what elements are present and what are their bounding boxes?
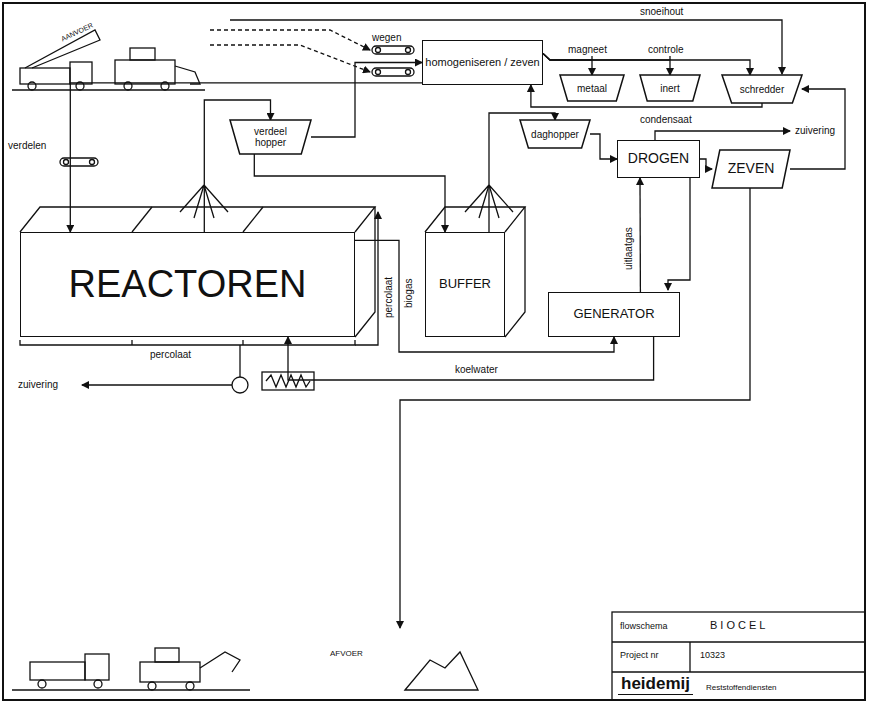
flow-connector <box>790 89 845 169</box>
flow-connector <box>543 54 750 76</box>
node-text: inert <box>652 83 687 94</box>
flow-connector <box>254 154 445 232</box>
flow-connector <box>70 83 422 232</box>
flow-label: zuivering <box>18 379 58 390</box>
bin: metaal <box>560 75 624 101</box>
title-cell: 10323 <box>700 651 725 661</box>
bin: inert <box>640 75 700 101</box>
node-text: daghopper <box>523 129 587 140</box>
flow-label: biogas <box>403 279 414 308</box>
flow-connector <box>288 337 654 380</box>
hopper: verdeel hopper <box>230 120 311 154</box>
title-cell: BIOCEL <box>710 619 768 631</box>
step-label: magneet <box>568 44 607 55</box>
flow-connector <box>639 178 641 292</box>
step-label: verdelen <box>8 140 46 151</box>
title-cell: heidemij <box>618 675 693 695</box>
title-cell: Reststoffendiensten <box>706 684 777 693</box>
node-text: REACTOREN <box>69 264 307 306</box>
flow-connector <box>700 159 712 169</box>
flow-label: condensaat <box>640 114 692 125</box>
flow-connector <box>543 54 670 76</box>
generator-box: GENERATOR <box>548 292 680 337</box>
title-cell: flowschema <box>620 622 668 632</box>
reactor-box: REACTOREN <box>20 232 355 337</box>
node-text: BUFFER <box>439 277 491 291</box>
node-text: metaal <box>569 83 615 94</box>
shredder-bin: schredder <box>722 75 802 103</box>
flow-label: snoeihout <box>640 6 683 17</box>
truck-label: AFVOER <box>330 650 363 659</box>
flow-label: koelwater <box>455 364 498 375</box>
flow-connector <box>543 54 592 76</box>
flow-label: uitlaatgas <box>623 227 634 270</box>
node-text: schredder <box>732 84 792 95</box>
step-label: controle <box>648 44 684 55</box>
flow-connector <box>311 63 422 138</box>
node-text: ZEVEN <box>728 161 775 176</box>
buffer-box: BUFFER <box>425 232 505 337</box>
process-box: homogeniseren / zeven <box>422 40 543 85</box>
title-cell: Project nr <box>620 651 659 661</box>
node-text: GENERATOR <box>573 307 654 321</box>
node-text: verdeel hopper <box>230 126 311 148</box>
process-box: ZEVEN <box>712 150 790 188</box>
node-text: DROGEN <box>628 151 689 166</box>
step-label: wegen <box>372 32 401 43</box>
flow-label: percolaat <box>150 349 191 360</box>
flow-label: percolaat <box>383 277 394 318</box>
node-text: homogeniseren / zeven <box>425 56 539 68</box>
process-box: DROGEN <box>617 140 700 178</box>
flow-connector <box>590 134 617 159</box>
flow-label: zuivering <box>795 125 835 136</box>
hopper: daghopper <box>520 120 590 148</box>
